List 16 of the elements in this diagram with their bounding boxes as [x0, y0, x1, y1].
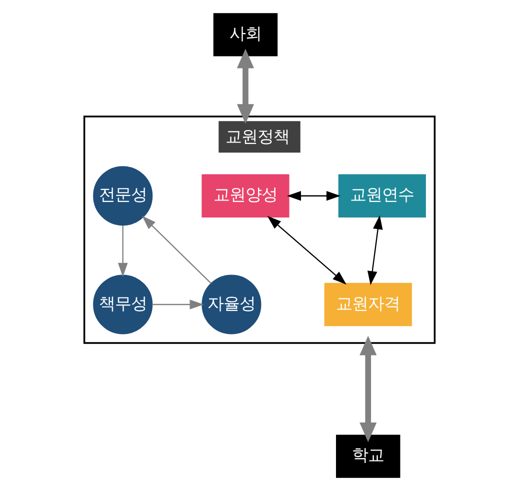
arrow [267, 215, 346, 284]
node-box: 교원양성 [202, 174, 290, 217]
node-box: 사회 [213, 12, 278, 56]
arrow [367, 214, 383, 285]
arrow [236, 48, 254, 124]
arrow [118, 225, 128, 276]
arrow [152, 299, 204, 309]
arrow [360, 335, 377, 442]
node-box: 교원연수 [338, 174, 426, 217]
node-circle: 전문성 [93, 166, 153, 226]
arrow [142, 215, 212, 284]
node-box: 학교 [336, 434, 400, 478]
node-circle: 책무성 [93, 274, 153, 334]
node-circle: 자율성 [202, 274, 262, 334]
arrow [286, 190, 340, 200]
node-box: 교원자격 [324, 282, 412, 326]
